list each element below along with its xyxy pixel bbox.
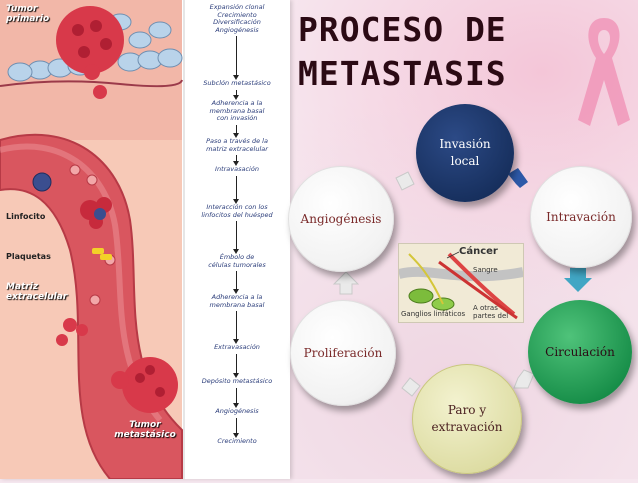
node-intravacion: Intravación	[530, 166, 632, 268]
step-9: Extravasación	[214, 343, 260, 351]
illustration-svg	[0, 0, 185, 480]
inset-drawing	[399, 244, 523, 322]
pink-ribbon-icon	[578, 18, 630, 126]
arrow-proliferacion-angiogenesis	[332, 271, 360, 295]
metastasis-illustration: Tumor primario Linfocito Plaquetas Matri…	[0, 0, 290, 480]
label-matriz: Matriz extracelular	[6, 282, 68, 302]
step-arrow-icon	[233, 271, 239, 294]
step-arrow-icon	[233, 155, 239, 166]
arrow-intravacion-circulacion	[564, 268, 592, 292]
step-arrow-icon	[233, 175, 239, 204]
step-arrow-icon	[233, 417, 239, 438]
label-linfocito: Linfocito	[6, 212, 46, 221]
step-3: Adherencia a la membrana basal con invas…	[209, 99, 265, 122]
step-7: Émbolo de células tumorales	[208, 253, 266, 269]
node-proliferacion: Proliferación	[290, 300, 396, 406]
step-12: Crecimiento	[217, 437, 257, 445]
node-paro-extravacion: Paro y extravación	[412, 364, 522, 474]
node-paro-label: Paro y extravación	[431, 403, 503, 434]
arrow-paro-proliferacion	[401, 377, 421, 397]
step-4: Paso a través de la matriz extracelular	[206, 137, 268, 153]
inset-ganglios-label: Ganglios linfáticos	[401, 310, 466, 318]
inset-sangre-label: Sangre	[473, 266, 498, 274]
step-arrow-icon	[233, 89, 239, 100]
arrow-invasion-intravacion	[508, 168, 528, 188]
step-6: Interacción con los linfocitos del huésp…	[201, 203, 273, 219]
title-line-2: METASTASIS	[298, 54, 507, 93]
node-angiogenesis-label: Angiogénesis	[300, 211, 382, 226]
metastasis-steps: Expansión clonal Crecimiento Diversifica…	[188, 3, 286, 474]
page-title: PROCESO DE METASTASIS	[298, 8, 633, 96]
label-plaquetas: Plaquetas	[6, 252, 51, 261]
step-11: Angiogénesis	[215, 407, 259, 415]
label-tumor-metastasico: Tumor metastásico	[114, 420, 176, 440]
primary-tumor	[56, 6, 124, 99]
cancer-spread-inset: Cáncer Sangre Ganglios linfáticos A otra…	[398, 243, 524, 323]
node-angiogenesis: Angiogénesis	[288, 166, 394, 272]
node-circulacion-label: Circulación	[545, 344, 615, 359]
step-10: Depósito metastásico	[201, 377, 273, 385]
step-1: Expansión clonal Crecimiento Diversifica…	[209, 3, 265, 34]
step-arrow-icon	[233, 311, 239, 344]
step-arrow-icon	[233, 124, 239, 138]
step-2: Subclón metastásico	[203, 79, 271, 87]
metastatic-tumor	[111, 357, 178, 413]
step-arrow-icon	[233, 36, 239, 80]
node-circulacion: Circulación	[528, 300, 632, 404]
node-intravacion-label: Intravación	[546, 209, 616, 224]
label-tumor-primario: Tumor primario	[6, 4, 50, 24]
step-arrow-icon	[233, 221, 239, 254]
step-5: Intravasación	[215, 165, 259, 173]
node-invasion-local: Invasión local	[416, 104, 514, 202]
arrow-angiogenesis-invasion	[395, 171, 415, 191]
step-arrow-icon	[233, 353, 239, 378]
node-invasion-local-label: Invasión local	[439, 137, 491, 168]
platelets	[92, 248, 112, 260]
inset-otras-label: A otras partes del cuerpo	[473, 304, 509, 322]
arrow-circulacion-paro	[513, 369, 535, 389]
node-proliferacion-label: Proliferación	[303, 345, 383, 360]
step-arrow-icon	[233, 387, 239, 408]
inset-cancer-label: Cáncer	[459, 246, 498, 257]
step-8: Adherencia a la membrana basal	[209, 293, 265, 309]
title-line-1: PROCESO DE	[298, 10, 507, 49]
lymphocyte	[32, 172, 52, 192]
